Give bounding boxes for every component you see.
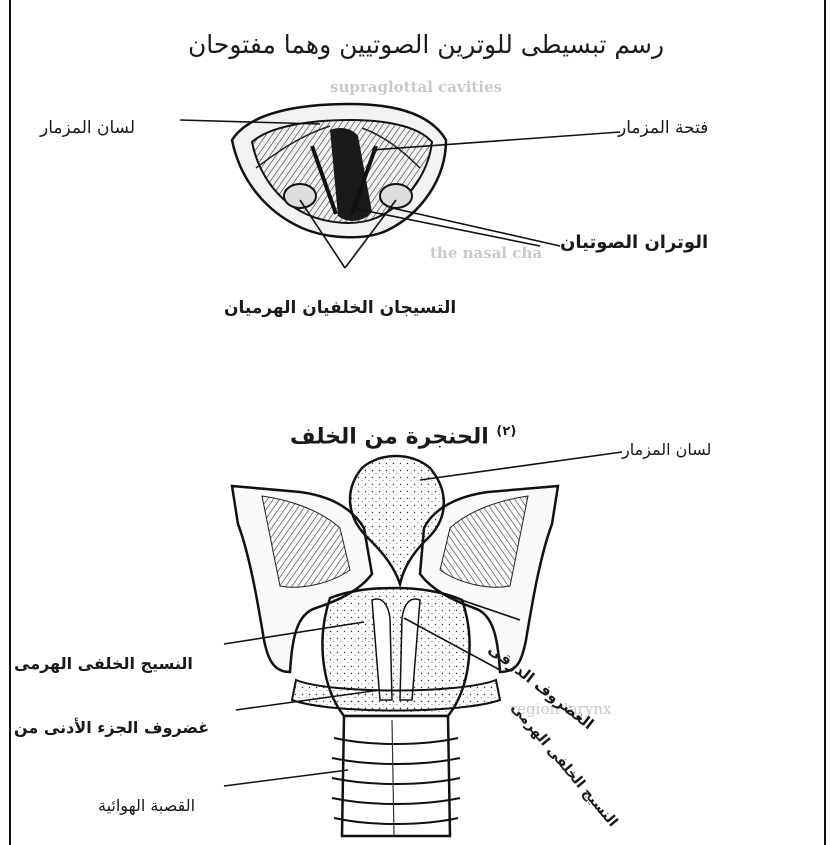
label-epiglottis-bottom: لسان المزمار — [622, 440, 711, 459]
label-trachea: القصبة الهوائية — [98, 796, 195, 815]
bottom-title-text: الحنجرة من الخلف — [290, 424, 489, 449]
glottis-view-illustration — [232, 104, 446, 237]
label-epiglottis-top: لسان المزمار — [40, 118, 135, 138]
label-glottis-opening: فتحة المزمار — [618, 118, 708, 138]
bottom-diagram-title: (٢) الحنجرة من الخلف — [290, 424, 516, 449]
label-arytenoids-top: التسيجان الخلفيان الهرميان — [224, 298, 456, 318]
footnote-marker: (٢) — [496, 424, 516, 439]
label-vocal-cords: الوتران الصوتيان — [560, 232, 708, 253]
label-arytenoid-tissue-side: النسيج الخلفى الهرمى — [14, 654, 193, 673]
label-lower-cartilage: غضروف الجزء الأدنى من — [14, 718, 209, 737]
